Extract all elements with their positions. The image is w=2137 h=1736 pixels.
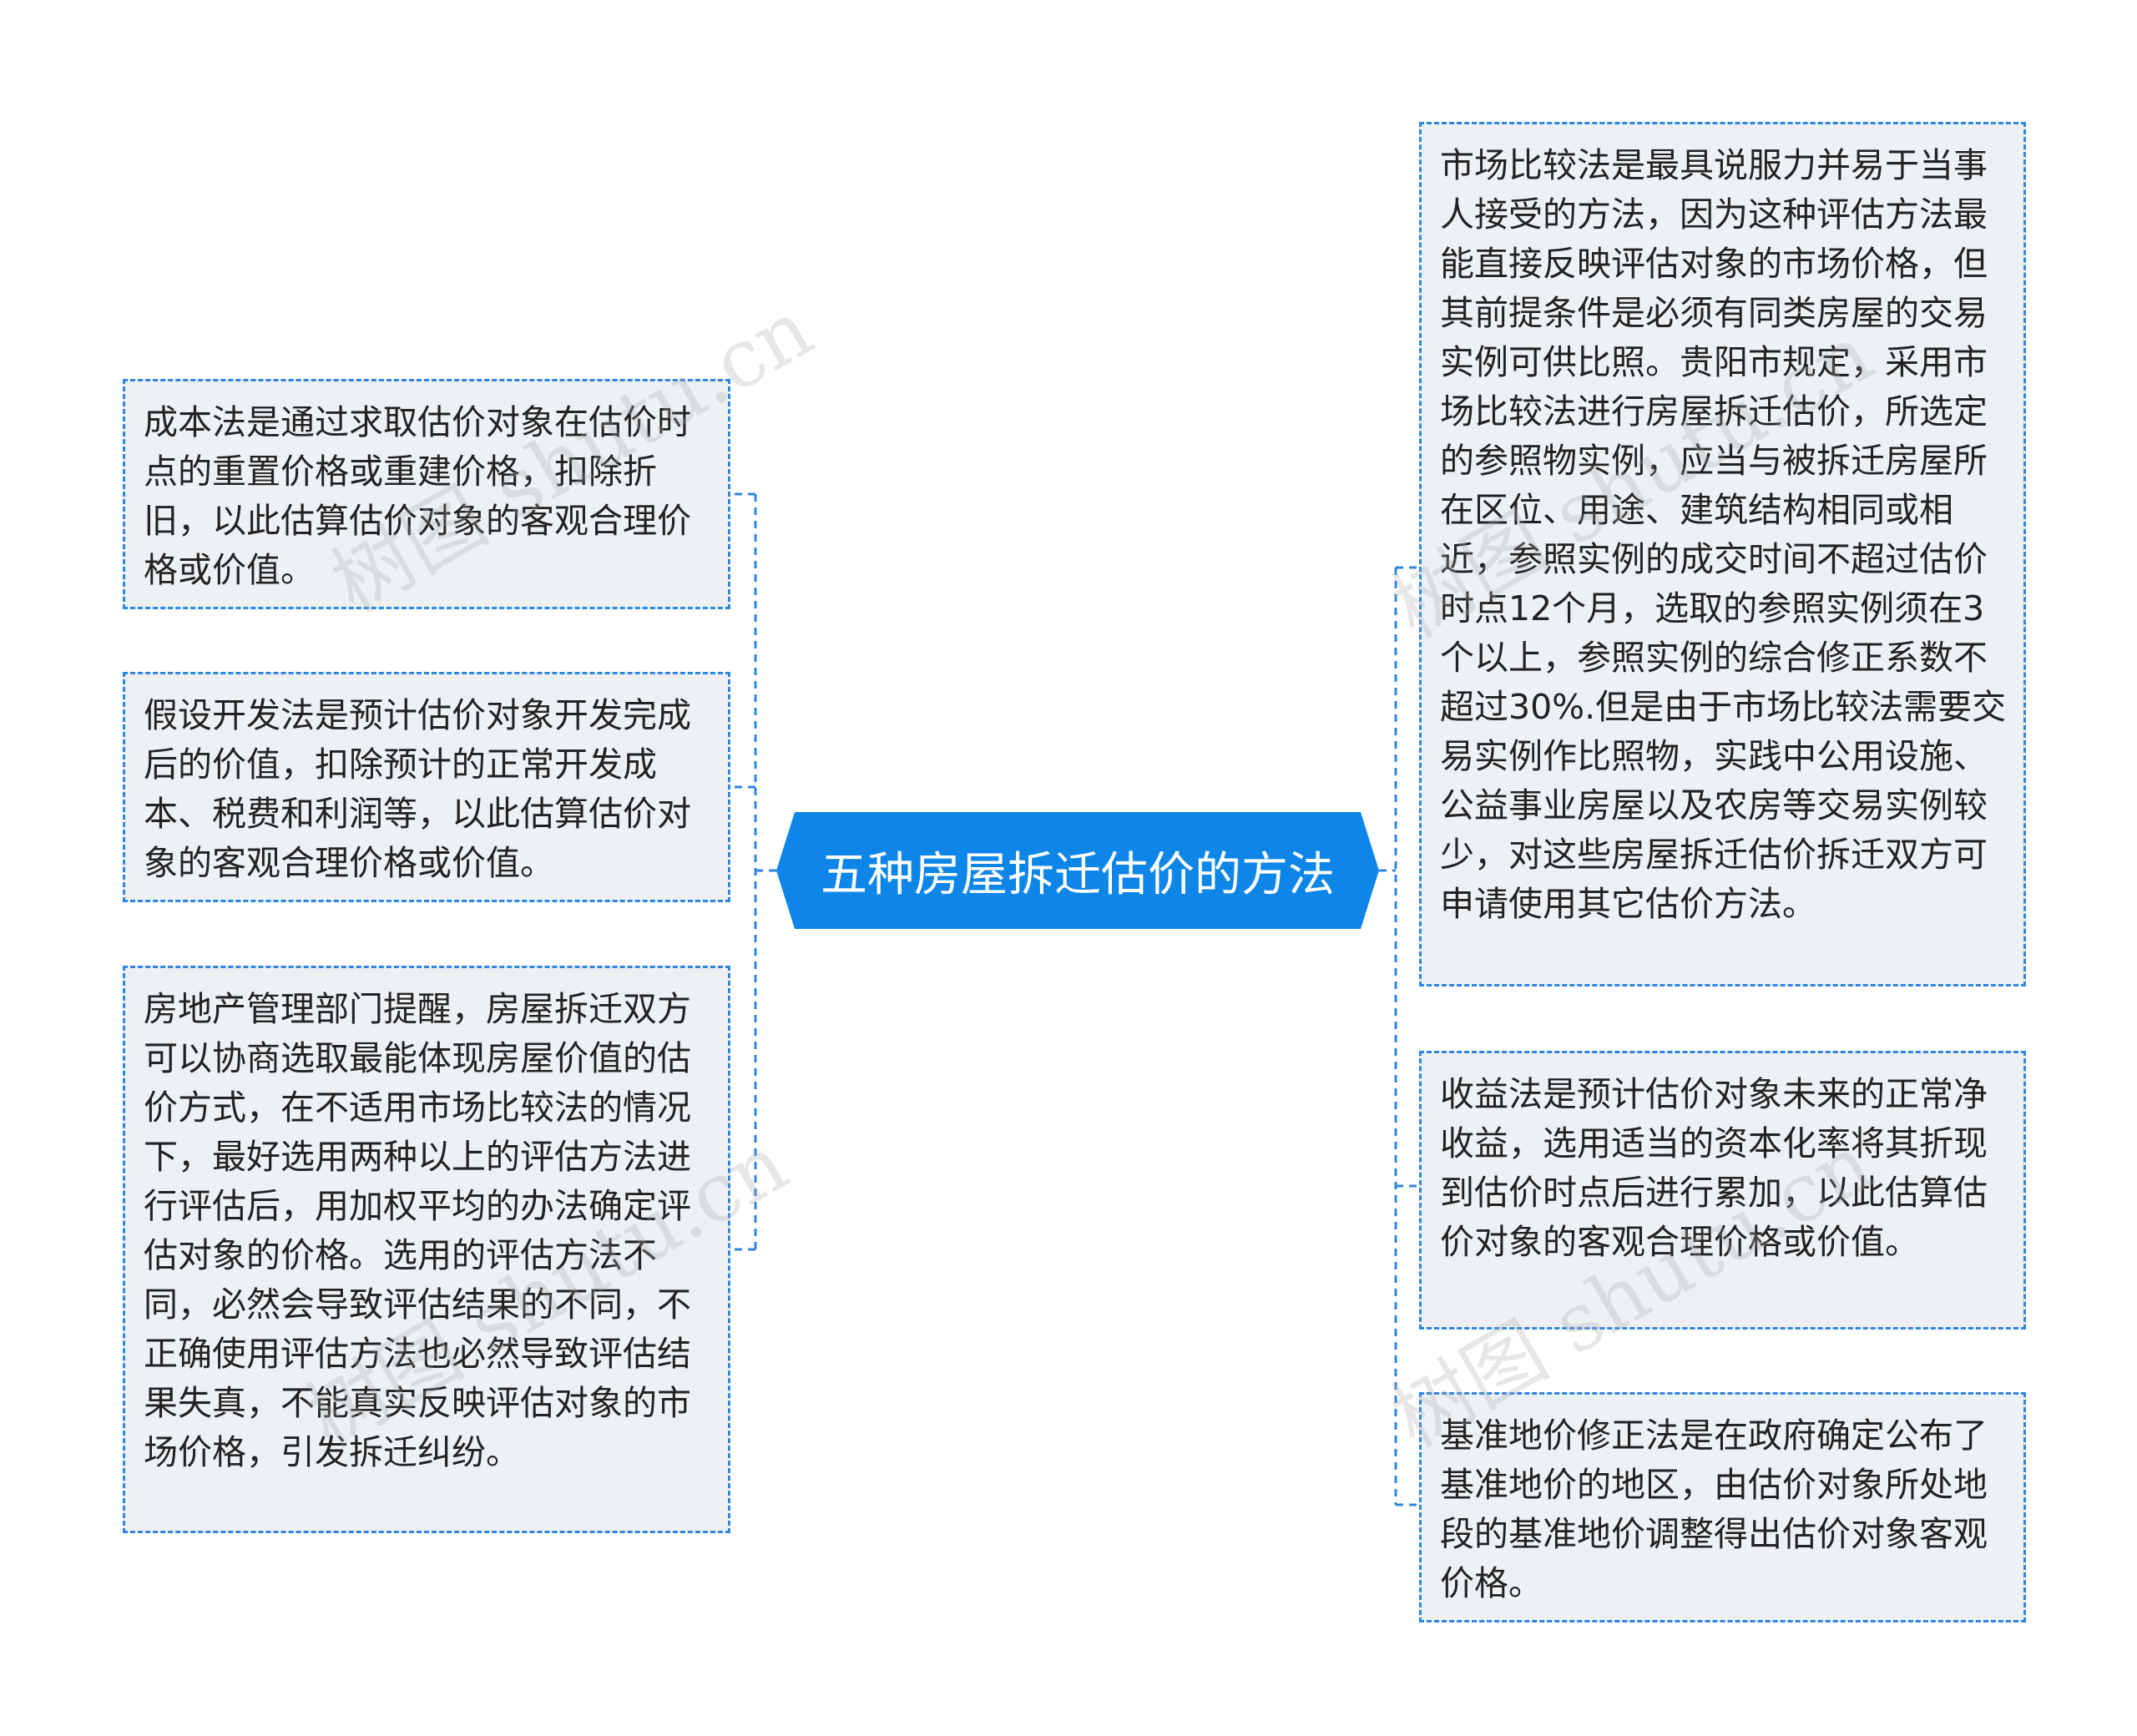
topic-benchmark-land-price-method[interactable]: 基准地价修正法是在政府确定公布了基准地价的地区，由估价对象所处地段的基准地价调整…	[1419, 1392, 2026, 1622]
topic-authority-reminder-text: 房地产管理部门提醒，房屋拆迁双方可以协商选取最能体现房屋价值的估价方式，在不适用…	[144, 989, 691, 1472]
topic-income-method-text: 收益法是预计估价对象未来的正常净收益，选用适当的资本化率将其折现到估价时点后进行…	[1440, 1074, 1988, 1262]
topic-authority-reminder[interactable]: 房地产管理部门提醒，房屋拆迁双方可以协商选取最能体现房屋价值的估价方式，在不适用…	[123, 966, 730, 1533]
topic-income-method[interactable]: 收益法是预计估价对象未来的正常净收益，选用适当的资本化率将其折现到估价时点后进行…	[1419, 1051, 2026, 1330]
topic-hypothetical-development-method[interactable]: 假设开发法是预计估价对象开发完成后的价值，扣除预计的正常开发成本、税费和利润等，…	[123, 672, 730, 902]
topic-market-comparison-method-text: 市场比较法是最具说服力并易于当事人接受的方法，因为这种评估方法最能直接反映评估对…	[1440, 145, 2007, 924]
topic-benchmark-land-price-method-text: 基准地价修正法是在政府确定公布了基准地价的地区，由估价对象所处地段的基准地价调整…	[1440, 1416, 1988, 1603]
topic-cost-method-text: 成本法是通过求取估价对象在估价时点的重置价格或重建价格，扣除折旧，以此估算估价对…	[144, 402, 691, 590]
central-topic-shape	[776, 812, 1379, 929]
central-topic[interactable]: 五种房屋拆迁估价的方法	[776, 812, 1379, 929]
topic-hypothetical-development-method-text: 假设开发法是预计估价对象开发完成后的价值，扣除预计的正常开发成本、税费和利润等，…	[144, 695, 691, 883]
central-topic-label: 五种房屋拆迁估价的方法	[821, 847, 1335, 902]
topic-cost-method[interactable]: 成本法是通过求取估价对象在估价时点的重置价格或重建价格，扣除折旧，以此估算估价对…	[123, 379, 730, 609]
topic-market-comparison-method[interactable]: 市场比较法是最具说服力并易于当事人接受的方法，因为这种评估方法最能直接反映评估对…	[1419, 122, 2026, 987]
